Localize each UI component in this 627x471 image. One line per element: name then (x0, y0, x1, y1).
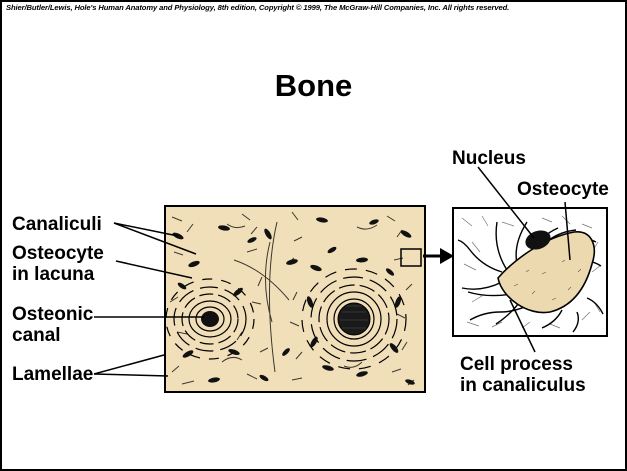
label-osteonic-canal-line1: Osteonic (12, 304, 93, 325)
label-canaliculi: Canaliculi (12, 214, 102, 235)
label-cell-process-line2: in canaliculus (460, 375, 586, 396)
bone-cross-section (165, 206, 425, 392)
label-osteocyte: Osteocyte (517, 179, 609, 200)
label-osteonic-canal: Osteonic canal (12, 304, 93, 346)
osteonic-canal-right (338, 303, 370, 335)
label-osteocyte-in-lacuna: Osteocyte in lacuna (12, 243, 104, 285)
label-osteocyte-in-lacuna-line1: Osteocyte (12, 243, 104, 264)
label-osteonic-canal-line2: canal (12, 325, 93, 346)
label-cell-process-line1: Cell process (460, 354, 586, 375)
label-nucleus: Nucleus (452, 148, 526, 169)
label-lamellae: Lamellae (12, 364, 93, 385)
magnified-osteocyte (453, 208, 607, 336)
label-osteocyte-in-lacuna-line2: in lacuna (12, 264, 104, 285)
osteonic-canal-left (201, 311, 219, 327)
magnify-arrow (423, 248, 454, 264)
label-cell-process: Cell process in canaliculus (460, 354, 586, 396)
